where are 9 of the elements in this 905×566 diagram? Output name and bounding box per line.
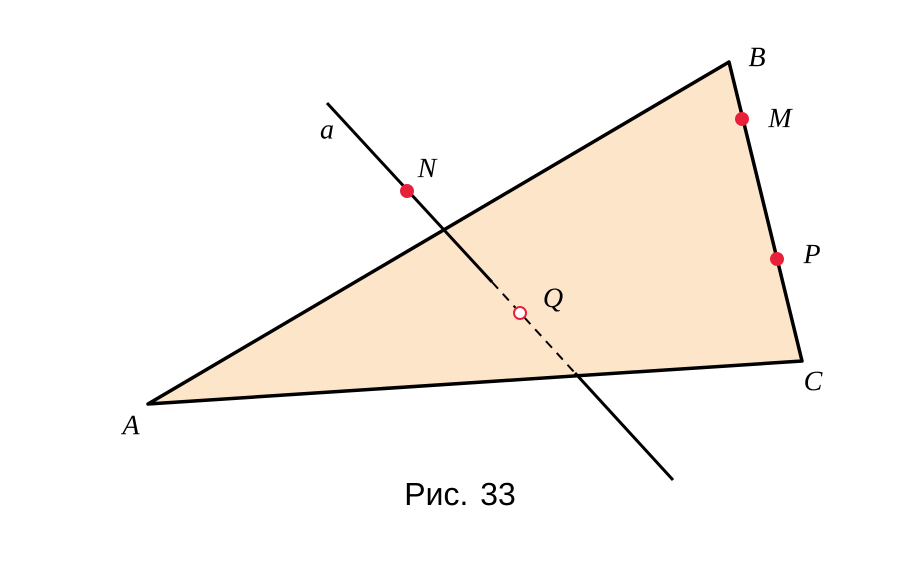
point-label: A [120,416,140,434]
point-label: Q [544,288,563,312]
point-label: B [748,48,765,66]
point-label: P [803,244,820,264]
point-label: N [417,158,438,178]
figure-caption: Рис. 33 [406,482,514,506]
point-label: C [805,372,823,390]
point-label: a [320,125,333,139]
point-label: M [768,108,793,128]
